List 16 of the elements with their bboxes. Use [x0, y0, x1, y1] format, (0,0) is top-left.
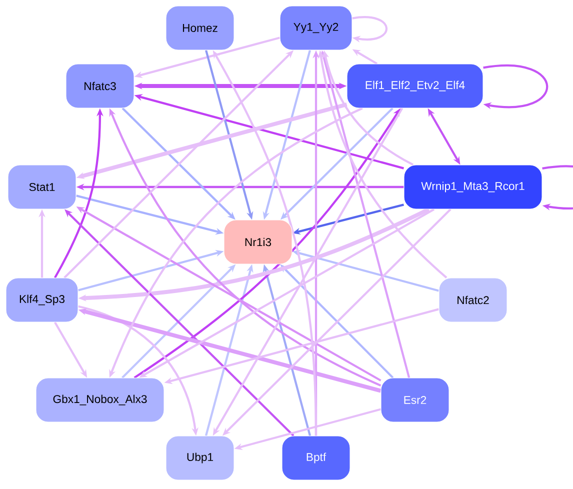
gene-box: Nfatc3	[66, 64, 134, 108]
gene-box: Ubp1	[166, 436, 234, 480]
gene-box: Bptf	[282, 436, 350, 480]
gene-box: Homez	[166, 6, 234, 50]
arrow	[483, 64, 548, 110]
gene-box: Yy1_Yy2	[280, 6, 352, 50]
gene-box: Nfatc2	[438, 278, 508, 322]
gene-box: Esr2	[380, 378, 450, 422]
gene-box: Stat1	[8, 164, 76, 210]
gene-box: Klf4_Sp3	[6, 278, 78, 322]
gene-box: Wrnip1_Mta3_Rcor1	[404, 164, 542, 210]
arrow	[542, 165, 573, 210]
arrow	[352, 16, 388, 43]
gene-box: Elf1_Elf2_Etv2_Elf4	[346, 64, 484, 108]
gene-box: Gbx1_Nobox_Alx3	[36, 378, 164, 422]
gene-box: Nr1i3	[224, 220, 292, 264]
